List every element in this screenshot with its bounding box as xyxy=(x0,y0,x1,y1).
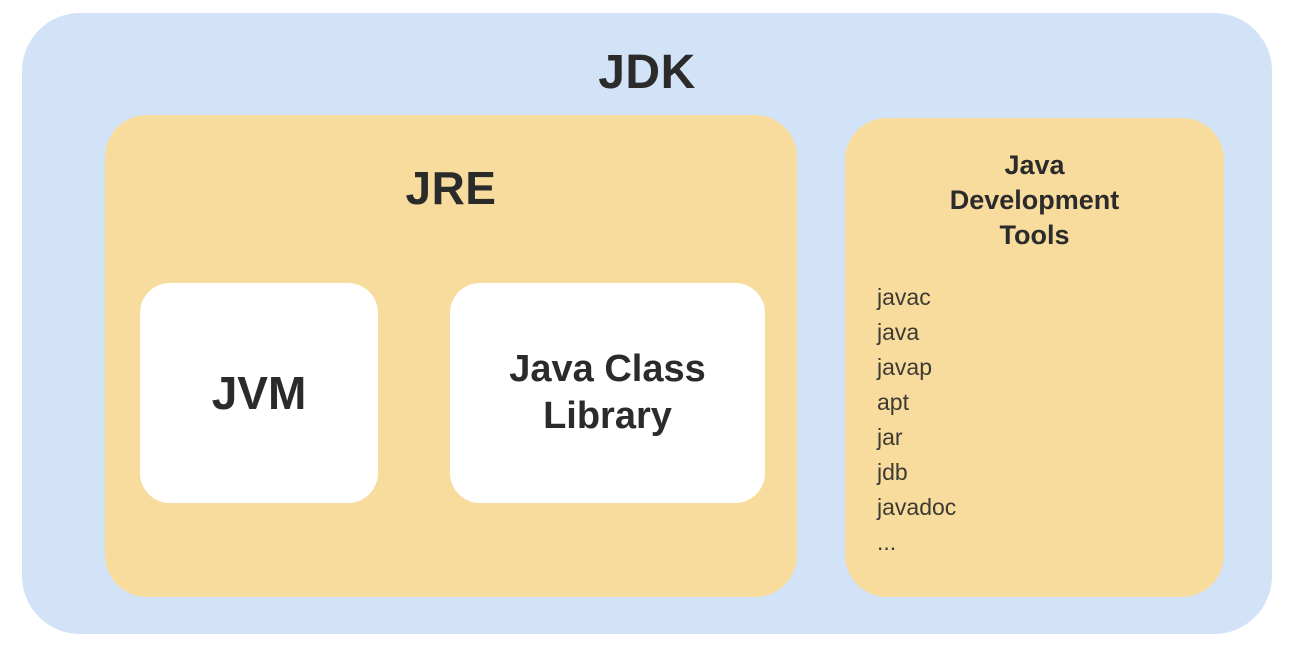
tools-list: javac java javap apt jar jdb javadoc... xyxy=(877,280,956,560)
tool-list-item: ... xyxy=(877,529,897,555)
java-development-tools-label: Java Development Tools xyxy=(949,150,1120,251)
tool-list-item: apt xyxy=(877,389,909,415)
tool-list-item: java xyxy=(877,319,920,345)
jdk-label: JDK xyxy=(598,46,696,99)
jre-container: JRE JVM Java Class Library xyxy=(105,115,797,597)
jdk-container: JDK JRE JVM Java Class Library Java Deve… xyxy=(22,13,1272,634)
jre-label: JRE xyxy=(405,162,497,214)
jvm-box: JVM xyxy=(140,283,378,503)
tool-list-item: javap xyxy=(877,354,932,380)
tool-list-item: jdb xyxy=(877,459,908,485)
java-development-tools-container: Java Development Tools javac java javap apt… xyxy=(845,118,1224,597)
jvm-label: JVM xyxy=(211,367,307,419)
tool-list-item: jar xyxy=(877,424,903,450)
tool-list-item: javadoc xyxy=(877,494,957,520)
java-class-library-box: Java Class Library xyxy=(450,283,765,503)
java-class-library-label: Java Class Library xyxy=(509,347,706,438)
tool-list-item: javac xyxy=(877,284,931,310)
